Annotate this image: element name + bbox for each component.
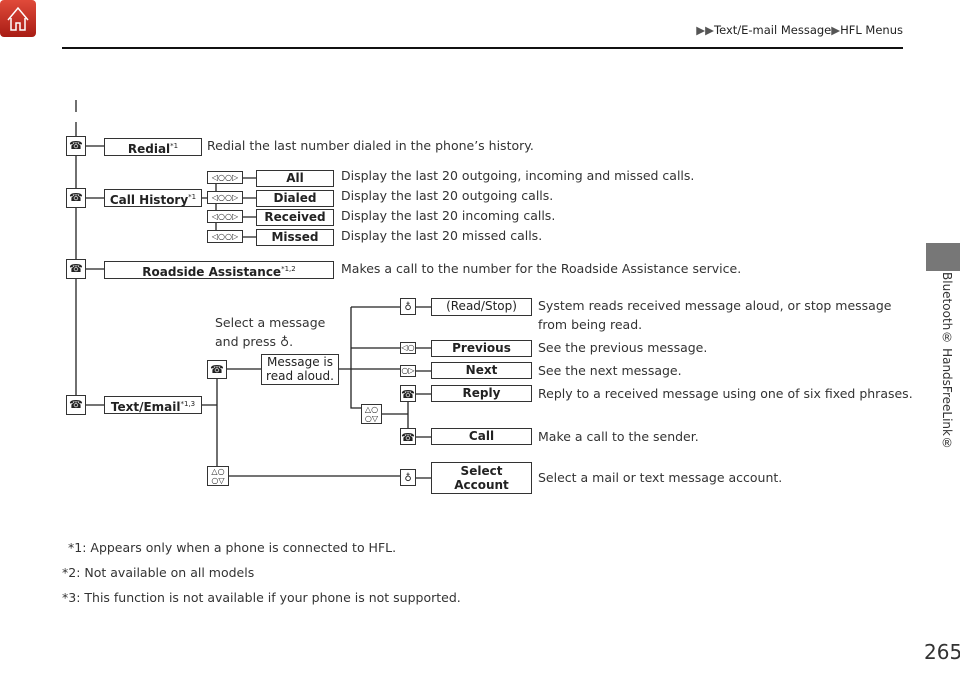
dialed-calls-desc: Display the last 20 outgoing calls. [341,188,554,203]
previous-button[interactable]: Previous [431,340,532,357]
redial-desc: Redial the last number dialed in the pho… [207,138,534,153]
instruction-text: Select a message [215,315,326,330]
breadcrumb-item[interactable]: Text/E-mail Message [714,23,832,37]
footnote: *3: This function is not available if yo… [62,590,461,605]
previous-desc: See the previous message. [538,340,708,355]
left-right-knob-icon: ◁○○▷ [207,210,243,223]
enter-knob-icon: ♁ [400,298,416,315]
right-knob-icon: ○▷ [400,365,416,377]
read-stop-desc: from being read. [538,317,643,332]
received-calls-desc: Display the last 20 incoming calls. [341,208,556,223]
header-rule [62,47,903,49]
phone-icon: ☎ [400,428,416,445]
breadcrumb: ▶▶Text/E-mail Message▶HFL Menus [696,23,903,37]
dialed-calls-button[interactable]: Dialed [256,190,334,207]
missed-calls-desc: Display the last 20 missed calls. [341,228,543,243]
left-knob-icon: ◁○ [400,342,416,354]
reply-button[interactable]: Reply [431,385,532,402]
phone-icon: ☎ [66,259,86,279]
sidebar-section-title: Bluetooth® HandsFreeLink® [940,272,954,450]
roadside-assistance-button[interactable]: Roadside Assistance*1,2 [104,261,334,279]
page-number: 265 [924,640,960,664]
reply-desc: Reply to a received message using one of… [538,386,913,401]
left-right-knob-icon: ◁○○▷ [207,171,243,184]
left-right-knob-icon: ◁○○▷ [207,230,243,243]
received-calls-button[interactable]: Received [256,209,334,226]
next-button[interactable]: Next [431,362,532,379]
up-down-knob-icon: △○○▽ [207,466,229,486]
left-right-knob-icon: ◁○○▷ [207,191,243,204]
roadside-desc: Makes a call to the number for the Roads… [341,261,742,276]
enter-knob-icon: ♁ [280,334,290,349]
phone-icon: ☎ [66,136,86,156]
footnote: *2: Not available on all models [62,565,255,580]
phone-icon: ☎ [400,385,416,402]
call-sender-desc: Make a call to the sender. [538,429,699,444]
instruction-text: and press ♁. [215,334,294,349]
breadcrumb-item[interactable]: HFL Menus [840,23,903,37]
phone-icon: ☎ [207,360,227,379]
up-down-knob-icon: △○○▽ [361,404,382,424]
sidebar-tab [926,243,960,271]
enter-knob-icon: ♁ [400,469,416,486]
read-stop-button[interactable]: (Read/Stop) [431,298,532,316]
phone-icon: ☎ [66,395,86,415]
all-calls-button[interactable]: All [256,170,334,187]
call-sender-button[interactable]: Call [431,428,532,445]
footnote: *1: Appears only when a phone is connect… [68,540,397,555]
text-email-button[interactable]: Text/Email*1,3 [104,396,202,414]
home-icon[interactable] [0,0,36,37]
select-account-desc: Select a mail or text message account. [538,470,783,485]
read-stop-desc: System reads received message aloud, or … [538,298,892,313]
next-desc: See the next message. [538,363,682,378]
redial-button[interactable]: Redial*1 [104,138,202,156]
missed-calls-button[interactable]: Missed [256,229,334,246]
all-calls-desc: Display the last 20 outgoing, incoming a… [341,168,695,183]
phone-icon: ☎ [66,188,86,208]
call-history-button[interactable]: Call History*1 [104,189,202,207]
